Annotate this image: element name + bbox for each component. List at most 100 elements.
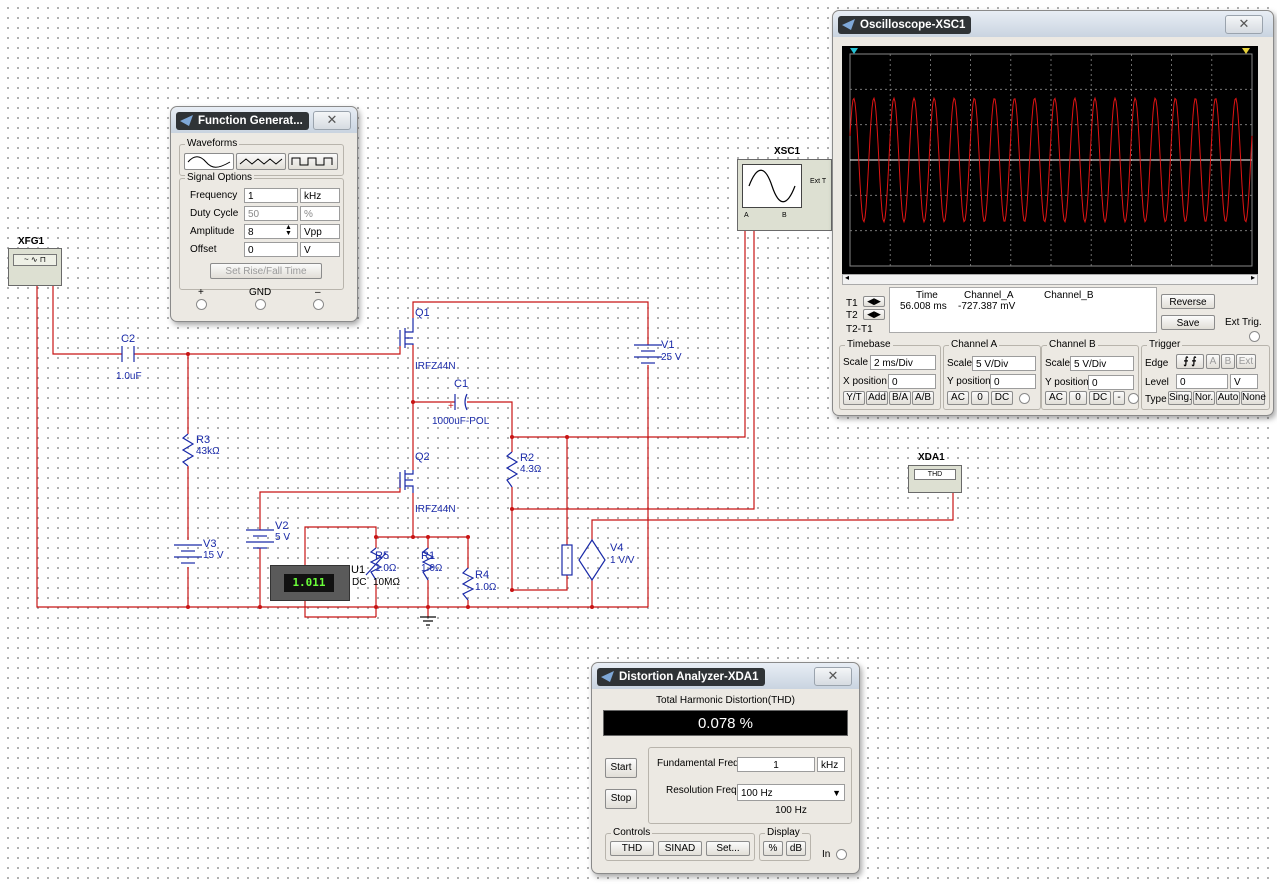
da-in-terminal[interactable] [836,849,847,860]
fg-titlebar[interactable]: Function Generat... ✕ [171,107,357,133]
da-sinad-button[interactable]: SINAD [658,841,702,856]
fg-frequency-unit[interactable]: kHz [300,188,340,203]
v1-name: V1 [661,339,675,351]
osc-chb-minus-button[interactable]: - [1113,391,1125,405]
function-generator-window[interactable]: Function Generat... ✕ Waveforms Signal O… [170,106,358,322]
osc-level-input[interactable]: 0 [1176,374,1228,389]
scroll-left-icon[interactable]: ◂ [845,273,850,282]
osc-level-label: Level [1145,377,1169,388]
xda1-face: THD [914,469,956,480]
fg-duty-cycle-unit[interactable]: % [300,206,340,221]
xda1-instrument[interactable]: THD [908,465,962,493]
distortion-analyzer-window[interactable]: Distortion Analyzer-XDA1 ✕ Total Harmoni… [591,662,860,874]
osc-type-none-button[interactable]: None [1241,391,1266,405]
fg-triangle-button[interactable] [236,153,286,170]
da-percent-button[interactable]: % [763,841,783,856]
osc-chb-scale-label: Scale [1045,358,1071,369]
scroll-right-icon[interactable]: ▸ [1250,273,1255,282]
osc-chb-zero-button[interactable]: 0 [1069,391,1087,405]
fg-offset-input[interactable]: 0 [244,242,298,257]
osc-ab-button[interactable]: A/B [912,391,934,405]
fg-amplitude-unit[interactable]: Vpp [300,224,340,239]
osc-cha-terminal[interactable] [1019,393,1030,404]
component-symbols [121,318,662,601]
fg-duty-cycle-input[interactable]: 50 [244,206,298,221]
osc-readout-time-header: Time [916,290,938,301]
osc-chb-dc-button[interactable]: DC [1089,391,1111,405]
da-fund-freq-input[interactable]: 1 [737,757,815,772]
osc-level-unit[interactable]: V [1230,374,1258,389]
fg-amplitude-input[interactable]: 8 [244,224,298,239]
da-in-label: In [822,849,831,860]
da-fund-freq-unit[interactable]: kHz [817,757,845,772]
da-res-freq-label: Resolution Freq. [666,785,740,796]
fg-plus-terminal[interactable] [196,299,207,310]
u1-voltmeter[interactable]: 1.011 [270,565,350,601]
osc-type-single-button[interactable]: Sing. [1168,391,1192,405]
v3-value: 15 V [203,550,224,561]
osc-cha-ac-button[interactable]: AC [947,391,969,405]
da-set-button[interactable]: Set... [706,841,750,856]
osc-add-button[interactable]: Add [866,391,888,405]
osc-ext-trig-label: Ext Trig. [1225,317,1262,328]
da-db-button[interactable]: dB [786,841,806,856]
osc-close-button[interactable]: ✕ [1225,15,1263,34]
da-thd-button[interactable]: THD [610,841,654,856]
osc-cha-scale-input[interactable]: 5 V/Div [972,356,1036,371]
osc-trigger-ext-button[interactable]: Ext [1236,354,1256,369]
fg-gnd-terminal[interactable] [255,299,266,310]
da-start-button[interactable]: Start [605,758,637,778]
app-logo-icon [601,671,614,682]
osc-screen[interactable] [842,46,1258,274]
da-close-button[interactable]: ✕ [814,667,852,686]
fg-set-rise-fall-button[interactable]: Set Rise/Fall Time [210,263,322,279]
osc-cursor-t2-icon[interactable] [1242,48,1250,54]
osc-save-button[interactable]: Save [1161,315,1215,330]
r4-name: R4 [475,569,490,581]
osc-timebase-scale-input[interactable]: 2 ms/Div [870,355,936,370]
fg-amplitude-spinner[interactable]: ▲▼ [285,224,292,237]
osc-type-normal-button[interactable]: Nor. [1193,391,1215,405]
osc-chb-scale-input[interactable]: 5 V/Div [1070,356,1134,371]
osc-edge-rising-falling-icon[interactable]: ⨍ ⨍ [1176,354,1204,369]
osc-chb-ac-button[interactable]: AC [1045,391,1067,405]
fg-frequency-input[interactable]: 1 [244,188,298,203]
xsc1-pin-b: B [782,212,787,219]
osc-cursor-t1-icon[interactable] [850,48,858,54]
osc-ext-trig-terminal[interactable] [1249,331,1260,342]
u1-resistance: 10MΩ [373,577,400,588]
osc-chb-ypos-input[interactable]: 0 [1088,375,1134,390]
r2-value: 4.3Ω [520,464,542,475]
fg-sine-button[interactable] [184,153,234,170]
da-stop-button[interactable]: Stop [605,789,637,809]
fg-close-button[interactable]: ✕ [313,111,351,130]
da-res-freq-select[interactable]: 100 Hz ▼ [737,784,845,801]
oscilloscope-window[interactable]: Oscilloscope-XSC1 ✕ ◂ ▸ T1 T2 T2-T1 ◀▶ ◀… [832,10,1274,416]
xsc1-instrument[interactable]: Ext T A B [737,159,832,231]
osc-edge-label: Edge [1145,358,1169,369]
osc-chb-terminal[interactable] [1128,393,1139,404]
osc-cha-dc-button[interactable]: DC [991,391,1013,405]
osc-type-label: Type [1145,394,1167,405]
osc-xpos-input[interactable]: 0 [888,374,936,389]
osc-ba-button[interactable]: B/A [889,391,911,405]
osc-cha-ypos-input[interactable]: 0 [990,374,1036,389]
osc-titlebar[interactable]: Oscilloscope-XSC1 ✕ [833,11,1273,37]
osc-t2-cursor-arrows-icon[interactable]: ◀▶ [863,309,885,320]
da-titlebar[interactable]: Distortion Analyzer-XDA1 ✕ [592,663,859,689]
fg-minus-terminal[interactable] [313,299,324,310]
q1-model: IRFZ44N [415,361,456,372]
osc-t1-cursor-arrows-icon[interactable]: ◀▶ [863,296,885,307]
fg-offset-unit[interactable]: V [300,242,340,257]
xfg1-instrument[interactable]: ~ ∿ ⊓ [8,248,62,286]
osc-yt-button[interactable]: Y/T [843,391,865,405]
fg-square-button[interactable] [288,153,338,170]
osc-cha-zero-button[interactable]: 0 [971,391,989,405]
osc-reverse-button[interactable]: Reverse [1161,294,1215,309]
osc-type-auto-button[interactable]: Auto [1216,391,1240,405]
osc-trigger-b-button[interactable]: B [1221,354,1235,369]
osc-readout-panel: Time Channel_A Channel_B 56.008 ms -727.… [889,287,1157,333]
osc-trigger-a-button[interactable]: A [1206,354,1220,369]
osc-scrollbar[interactable]: ◂ ▸ [842,273,1258,285]
